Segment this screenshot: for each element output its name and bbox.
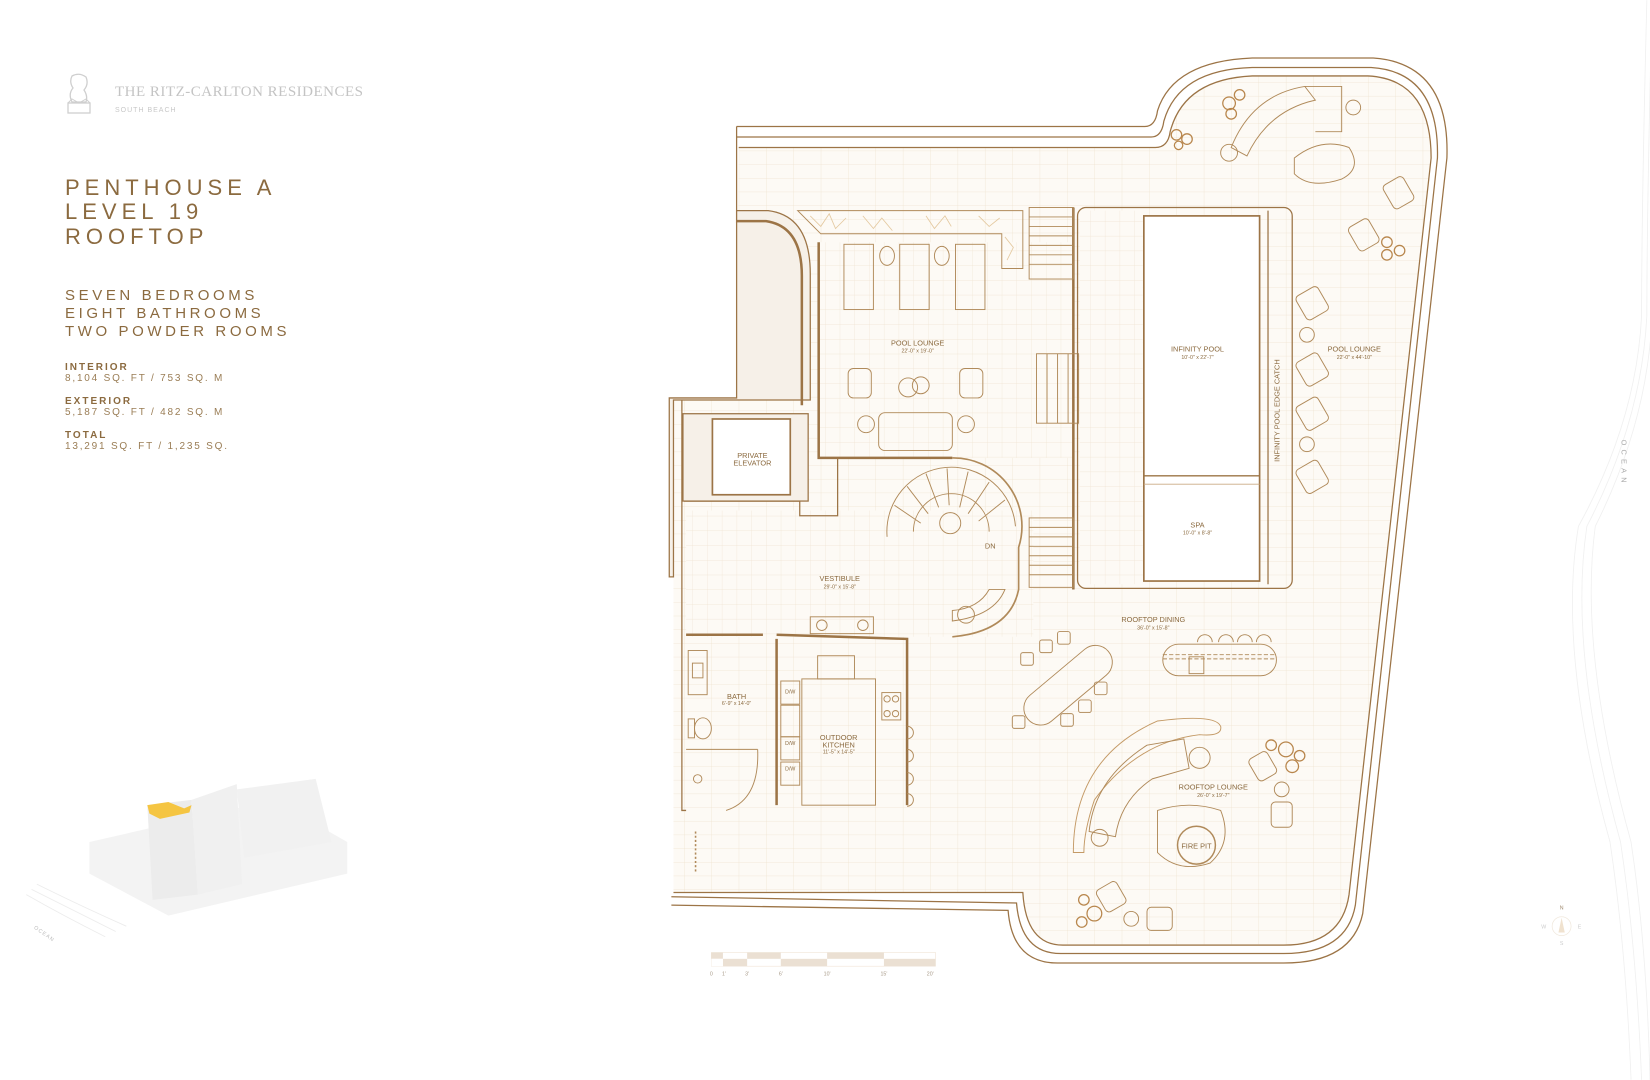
stairs-middle (1036, 353, 1080, 424)
outdoor-kitchen-fixtures (780, 655, 914, 807)
dining-table (1011, 631, 1277, 729)
total-value: 13,291 SQ. FT / 1,235 SQ. (65, 441, 229, 452)
svg-text:20': 20' (927, 972, 934, 978)
scale-bar: 0 1' 3' 6' 10' 15' 20' (710, 952, 936, 978)
svg-text:0: 0 (710, 972, 713, 978)
stairs-lower (1028, 517, 1074, 588)
ocean-label: OCEAN (1620, 440, 1629, 487)
lion-crown-icon (67, 73, 91, 114)
sun-loungers (843, 243, 986, 311)
bath-fixtures (686, 650, 759, 811)
spa-label: SPA (1190, 520, 1204, 529)
spiral-staircase (886, 457, 1023, 638)
stair-down-label: DN (985, 541, 996, 550)
rooftop-lounge-dims: 26'-0" x 19'-7" (1197, 793, 1229, 799)
spa-dims: 10'-0" x 8'-8" (1183, 531, 1213, 537)
bathrooms-count: EIGHT BATHROOMS (65, 305, 265, 322)
edge-catch-label: INFINITY POOL EDGE CATCH (1273, 359, 1282, 461)
east-lounge-chairs (1295, 176, 1415, 494)
pool-deck-edge (1076, 206, 1293, 590)
svg-text:6': 6' (779, 972, 783, 978)
dishwasher-label: D/W (785, 766, 795, 772)
svg-text:W: W (1541, 924, 1546, 930)
core-wall (668, 210, 811, 578)
dishwasher-label: D/W (785, 690, 795, 696)
potted-plants (1075, 88, 1406, 928)
kitchen-label-1: OUTDOOR (820, 733, 858, 742)
unit-title: PENTHOUSE A (65, 175, 277, 200)
exterior-value: 5,187 SQ. FT / 482 SQ. M (65, 407, 225, 418)
svg-text:3': 3' (745, 972, 749, 978)
svg-text:10': 10' (824, 972, 831, 978)
kitchen-dims: 11'-5" x 14'-5" (823, 750, 855, 756)
ocean-waves (1572, 0, 1650, 1080)
brand-name: THE RITZ-CARLTON RESIDENCES (115, 84, 364, 100)
svg-text:N: N (1560, 905, 1564, 911)
pool-lounge-label: POOL LOUNGE (891, 338, 944, 347)
infinity-pool (1143, 215, 1261, 582)
unit-floor: ROOFTOP (65, 224, 209, 249)
powder-rooms-count: TWO POWDER ROOMS (65, 323, 291, 340)
north-lounge-furniture (1220, 85, 1362, 184)
vestibule-label: VESTIBULE (819, 574, 860, 583)
svg-text:E: E (1578, 924, 1582, 930)
building-key-plan: OCEAN (26, 778, 348, 944)
bath-label: BATH (727, 692, 746, 701)
svg-text:S: S (1560, 941, 1564, 947)
dining-dims: 36'-0" x 15'-8" (1137, 625, 1169, 631)
exterior-label: EXTERIOR (65, 396, 133, 407)
rooftop-lounge-label: ROOFTOP LOUNGE (1179, 782, 1248, 791)
brand-location: SOUTH BEACH (115, 107, 177, 114)
interior-label: INTERIOR (65, 362, 129, 373)
svg-text:1': 1' (722, 972, 726, 978)
pool-lounge-dims: 22'-0" x 19'-0" (901, 349, 933, 355)
interior-value: 8,104 SQ. FT / 753 SQ. M (65, 373, 225, 384)
dining-label: ROOFTOP DINING (1121, 615, 1185, 624)
fire-pit-label: FIRE PIT (1181, 841, 1212, 850)
infinity-pool-dims: 10'-0" x 22'-7" (1181, 355, 1213, 361)
unit-level: LEVEL 19 (65, 199, 204, 224)
dishwasher-label: D/W (785, 741, 795, 747)
penthouse-highlight (147, 802, 192, 819)
infinity-pool-label: INFINITY POOL (1171, 345, 1224, 354)
planter-plants (809, 212, 1014, 261)
bedrooms-count: SEVEN BEDROOMS (65, 287, 258, 304)
vestibule-dims: 29'-0" x 15'-8" (824, 584, 856, 590)
elevator-label-2: ELEVATOR (733, 458, 771, 467)
kitchen-label-2: KITCHEN (823, 740, 855, 749)
total-label: TOTAL (65, 430, 108, 441)
pool-lounge-furniture (847, 368, 984, 452)
compass-icon: N W E S (1541, 905, 1582, 947)
elevator-label-1: PRIVATE (737, 451, 767, 460)
rooftop-lounge-furniture (1072, 717, 1293, 931)
pool-lounge-east-label: POOL LOUNGE (1328, 345, 1381, 354)
ocean-small-label: OCEAN (33, 925, 56, 944)
svg-text:15': 15' (881, 972, 888, 978)
private-elevator (711, 418, 792, 496)
brand-logo (64, 72, 94, 116)
stairs-upper (1028, 207, 1074, 280)
bath-dims: 6'-9" x 14'-0" (722, 701, 752, 707)
pool-lounge-east-dims: 22'-0" x 44'-10" (1337, 355, 1372, 361)
